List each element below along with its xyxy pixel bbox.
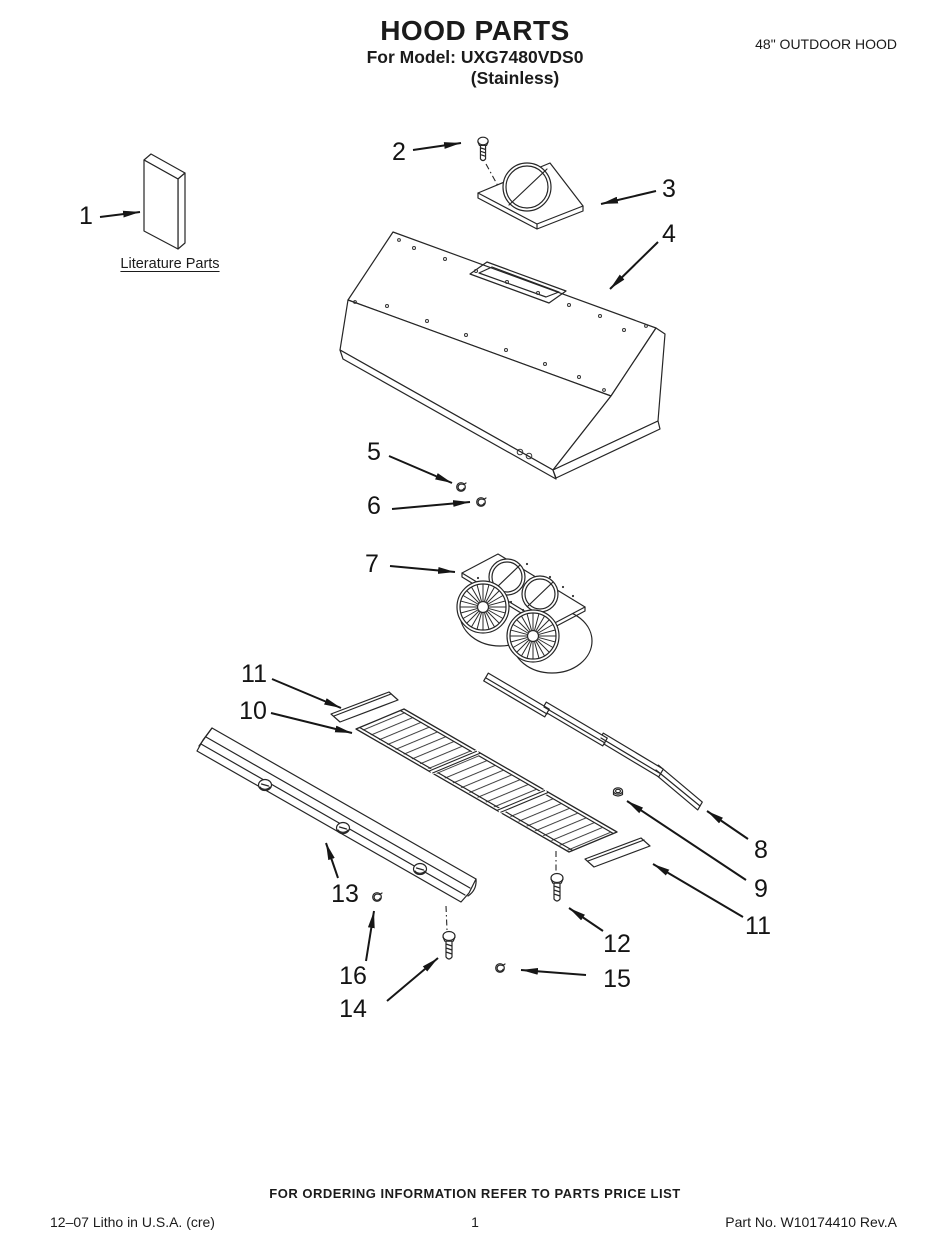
callout-2: 2 <box>392 138 406 166</box>
blower-fan-left <box>454 578 512 636</box>
screw-15-drawing <box>495 963 506 973</box>
hood-body-drawing <box>340 232 665 479</box>
callout-3-arrow <box>601 191 656 204</box>
callout-arrows <box>100 143 748 1001</box>
callout-13-arrow <box>326 843 338 878</box>
trim-channel-drawing <box>197 728 476 902</box>
product-name: 48" OUTDOOR HOOD <box>755 36 897 52</box>
callout-3: 3 <box>662 175 676 203</box>
callout-5-arrow <box>389 456 452 483</box>
literature-parts-label: Literature Parts <box>120 256 220 272</box>
ordering-note: FOR ORDERING INFORMATION REFER TO PARTS … <box>269 1186 681 1201</box>
callout-labels: 1 2 3 4 5 6 7 8 9 10 11 11 12 13 14 15 1… <box>79 138 771 1023</box>
page-number: 1 <box>471 1214 479 1230</box>
literature-booklet-drawing <box>144 154 185 249</box>
page-title: HOOD PARTS <box>380 15 570 46</box>
grease-filter-drawing <box>356 709 617 852</box>
channel-screw-3 <box>414 864 427 875</box>
callout-11b-arrow <box>653 864 743 917</box>
damper-plate-drawing <box>478 163 583 229</box>
callout-8-arrow <box>707 811 748 839</box>
callout-11a-arrow <box>272 679 341 708</box>
callout-16-arrow <box>366 911 374 961</box>
callout-4: 4 <box>662 220 676 248</box>
callout-9: 9 <box>754 875 768 903</box>
callout-5: 5 <box>367 438 381 466</box>
hood-screw-holes <box>354 239 648 392</box>
blower-fan-right <box>504 607 562 665</box>
callout-12-arrow <box>569 908 603 931</box>
vent-screw-drawing <box>477 136 498 186</box>
callout-15-arrow <box>521 967 586 975</box>
part-number: Part No. W10174410 Rev.A <box>725 1214 897 1230</box>
callout-14: 14 <box>339 995 367 1023</box>
callout-11a: 11 <box>241 660 267 688</box>
callout-11b: 11 <box>745 912 771 940</box>
callout-15: 15 <box>603 965 631 993</box>
litho-line: 12–07 Litho in U.S.A. (cre) <box>50 1214 215 1230</box>
callout-7: 7 <box>365 550 379 578</box>
callout-16: 16 <box>339 962 367 990</box>
screw-14-drawing <box>442 906 456 960</box>
callout-10-arrow <box>271 713 352 733</box>
callout-4-arrow <box>610 242 658 289</box>
end-plate-upper-drawing <box>331 692 398 722</box>
callout-1: 1 <box>79 202 93 230</box>
channel-screw-1 <box>259 780 272 791</box>
callout-6: 6 <box>367 492 381 520</box>
callout-8: 8 <box>754 836 768 864</box>
filter-rail-drawing <box>484 673 703 810</box>
callout-13: 13 <box>331 880 359 908</box>
page-header: HOOD PARTS For Model: UXG7480VDS0 (Stain… <box>0 15 950 88</box>
channel-screw-2 <box>337 823 350 834</box>
end-plate-lower-drawing <box>585 838 650 867</box>
screw-12-drawing <box>550 851 564 902</box>
callout-9-arrow <box>627 801 746 880</box>
blower-assembly-drawing <box>454 554 592 673</box>
screw-6-drawing <box>476 497 487 507</box>
screw-5-drawing <box>456 482 467 492</box>
finish-line: (Stainless) <box>470 67 560 88</box>
callout-2-arrow <box>413 143 461 150</box>
callout-7-arrow <box>390 566 455 574</box>
callout-10: 10 <box>239 697 267 725</box>
callout-6-arrow <box>392 500 470 509</box>
callout-12: 12 <box>603 930 631 958</box>
callout-1-arrow <box>100 210 140 217</box>
callout-14-arrow <box>387 958 438 1001</box>
nut-9-drawing <box>614 788 623 796</box>
screw-16-drawing <box>372 892 383 902</box>
model-line: For Model: UXG7480VDS0 <box>366 47 584 68</box>
hood-switch-holes <box>517 449 532 459</box>
